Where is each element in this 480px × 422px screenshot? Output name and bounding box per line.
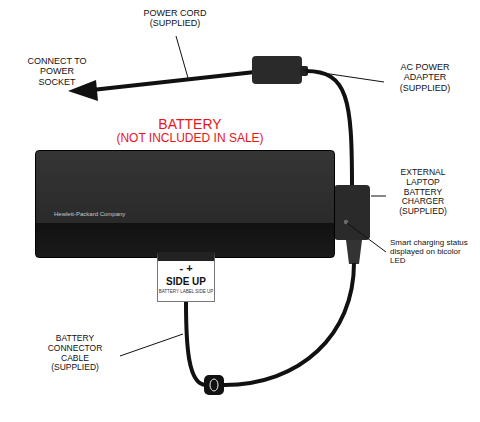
battery-note: (NOT INCLUDED IN SALE) [90,132,290,146]
node-text: - + [158,262,214,274]
power-cord [92,72,255,90]
laptop-battery: Hewlett-Packard Company [35,150,335,258]
connector-cable [186,302,206,385]
callout-label: EXTERNAL LAPTOP BATTERY CHARGER (SUPPLIE… [390,168,456,217]
callout-label: AC POWER ADAPTER (SUPPLIED) [385,62,465,93]
leader-line [120,334,183,356]
leader-line [303,70,384,82]
node-text: BATTERY LABEL SIDE UP [158,290,214,295]
charger-box [334,185,370,240]
output-cable [224,263,354,385]
connector-plug: - + SIDE UP BATTERY LABEL SIDE UP [157,252,215,302]
leader-line [176,36,188,78]
leader-line [371,196,386,197]
callout-label: BATTERY CONNECTOR CABLE (SUPPLIED) [40,334,110,373]
battery-heading: BATTERY [110,116,270,132]
node-text: SIDE UP [158,276,214,287]
ac-adapter [252,56,302,84]
node-text: Hewlett-Packard Company [54,211,194,218]
callout-label: Smart charging status displayed on bicol… [390,238,476,266]
leader-line [347,223,386,252]
ferrite-ring [210,379,218,391]
callout-label: CONNECT TO POWER SOCKET [22,56,92,87]
cable-ferrite [204,375,224,395]
charger-strain-relief [346,240,362,264]
callout-label: POWER CORD (SUPPLIED) [130,8,220,29]
